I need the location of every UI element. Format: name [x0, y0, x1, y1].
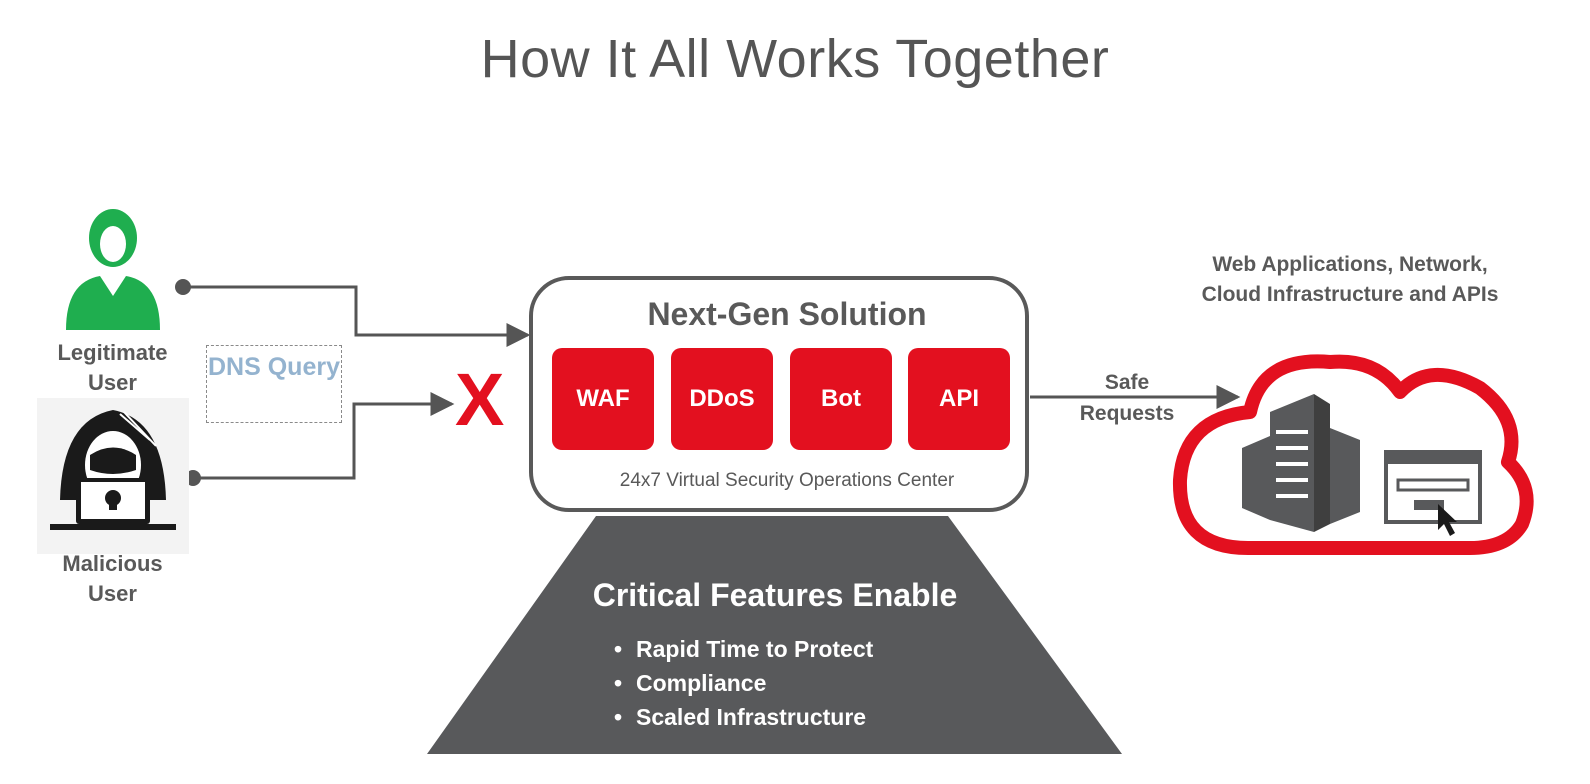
page-title: How It All Works Together — [480, 29, 1110, 89]
feature-item: Compliance — [614, 666, 873, 700]
feature-item: Scaled Infrastructure — [614, 700, 873, 734]
feature-item: Rapid Time to Protect — [614, 632, 873, 666]
malicious-user-label: Malicious User — [62, 551, 163, 606]
features-list: Rapid Time to Protect Compliance Scaled … — [614, 632, 873, 734]
solution-title: Next-Gen Solution — [647, 296, 927, 332]
dns-query-box: DNS Query — [206, 345, 342, 423]
browser-window-icon — [1384, 450, 1482, 536]
destination-label: Web Applications, Network, Cloud Infrast… — [1201, 253, 1499, 306]
legit-user-connector — [175, 279, 531, 347]
legitimate-user-label: Legitimate User — [57, 340, 168, 395]
features-title: Critical Features Enable — [592, 577, 958, 613]
legitimate-user-icon — [66, 209, 160, 330]
module-bot: Bot — [790, 348, 892, 450]
module-api: API — [908, 348, 1010, 450]
malicious-user-icon — [37, 398, 189, 554]
server-icon — [1242, 394, 1360, 532]
soc-label: 24x7 Virtual Security Operations Center — [619, 470, 955, 491]
blocked-mark: X — [455, 358, 505, 441]
safe-requests-label: Safe Requests — [1079, 371, 1175, 425]
solution-box — [529, 276, 1029, 512]
module-waf: WAF — [552, 348, 654, 450]
module-ddos: DDoS — [671, 348, 773, 450]
